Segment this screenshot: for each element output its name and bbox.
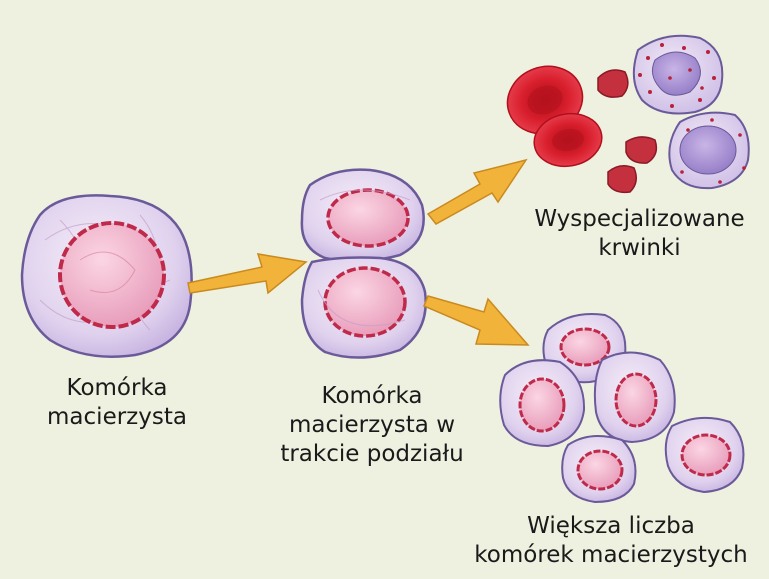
label-line: trakcie podziału [262,440,482,469]
arrow-icon [424,296,528,345]
stem-cell-icon [22,195,192,356]
white-blood-cell-icon [669,113,748,189]
dividing-cell-icon [302,170,426,358]
label-line: komórek macierzystych [455,541,767,570]
white-blood-cell-icon [634,36,722,114]
label-line: krwinki [512,234,767,263]
platelet-icon [598,70,628,97]
label-line: Wyspecjalizowane [512,205,767,234]
label-line: macierzysta [22,403,212,432]
label-stem-cell: Komórka macierzysta [22,374,212,432]
arrow-icon [188,254,306,293]
platelet-icon [608,166,636,193]
label-line: Komórka [22,374,212,403]
stem-cell-icon [666,418,744,492]
label-line: Komórka [262,382,482,411]
label-dividing-cell: Komórka macierzysta w trakcie podziału [262,382,482,469]
platelet-icon [626,137,656,163]
stem-cell-icon [500,360,584,446]
label-line: Większa liczba [455,512,767,541]
stem-cell-icon [562,436,635,502]
stem-cell-icon [595,353,675,443]
label-more-stem-cells: Większa liczba komórek macierzystych [455,512,767,570]
label-line: macierzysta w [262,411,482,440]
label-specialized-blood-cells: Wyspecjalizowane krwinki [512,205,767,263]
